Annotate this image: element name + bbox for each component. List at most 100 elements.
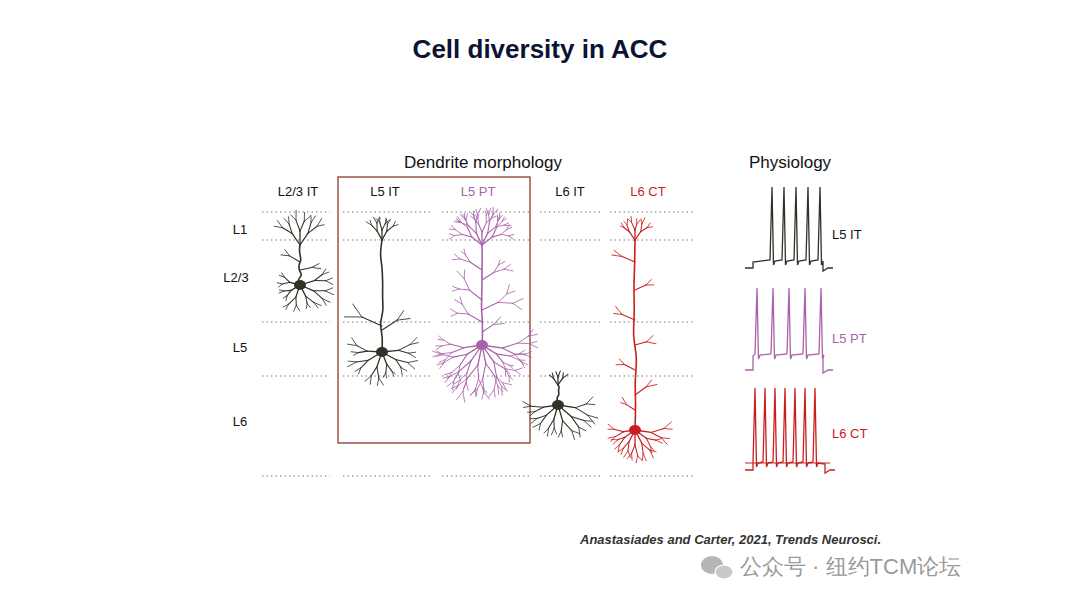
dendrite [279, 290, 284, 292]
dendrite [314, 290, 325, 291]
dendrite [466, 373, 468, 383]
dendrite [283, 296, 287, 298]
dendrite [377, 378, 378, 386]
dendrite [289, 297, 296, 304]
dendrite [483, 388, 484, 395]
dendrite [628, 451, 631, 458]
dendrite [288, 217, 290, 224]
dendrite [439, 360, 445, 363]
dendrite [508, 236, 513, 239]
dendrite [635, 224, 637, 230]
dendrite [377, 231, 382, 240]
dendrite [513, 303, 522, 309]
apical-dendrite [481, 245, 484, 345]
layer-line [262, 321, 330, 322]
dendrite [459, 361, 471, 372]
dendrite [496, 354, 502, 362]
dendrite [624, 451, 628, 457]
dendrite [299, 231, 300, 245]
dendrite [279, 291, 284, 293]
dendrite [284, 290, 291, 292]
layer-line [540, 475, 600, 476]
apical-dendrite [381, 240, 383, 352]
dendrite [515, 370, 520, 374]
dendrite [503, 383, 507, 391]
cell-type-label: L6 CT [630, 185, 665, 200]
dendrite [290, 256, 300, 262]
dendrite [615, 432, 623, 437]
dendrite [614, 250, 622, 256]
dendrite [470, 262, 482, 270]
dendrite [352, 338, 357, 346]
dendrite [501, 234, 508, 236]
dendrite [642, 443, 643, 453]
dendrite [397, 311, 404, 320]
dendrite [638, 456, 642, 461]
dendrite [408, 361, 418, 363]
dendrite [622, 397, 626, 404]
dendrite [515, 368, 522, 370]
dendrite [504, 223, 509, 225]
layer-line [343, 239, 432, 240]
dendrite [387, 364, 392, 371]
dendrite [646, 284, 654, 285]
dendrite [315, 274, 323, 280]
dendrite [289, 224, 292, 233]
dendrite [464, 270, 466, 279]
dendrite [635, 285, 646, 290]
dendrite [460, 297, 462, 304]
dendrite [475, 215, 478, 219]
dendrite [631, 216, 633, 222]
dendrite [525, 355, 532, 358]
dendrite [641, 219, 642, 224]
dendrite [518, 336, 528, 343]
dendrite [464, 214, 465, 219]
dendrite [277, 283, 282, 284]
dendrite [326, 278, 333, 281]
dendrite [558, 431, 561, 437]
dendrite [475, 389, 476, 397]
soma [552, 400, 564, 410]
dendrite [455, 374, 459, 380]
dendrite [482, 324, 494, 332]
dendrite [312, 267, 321, 268]
dendrite [465, 255, 470, 262]
dendrite [304, 217, 310, 222]
neuron [608, 216, 672, 462]
cell-type-label: L5 PT [461, 185, 496, 200]
dendrite [476, 233, 482, 245]
dendrite [409, 353, 416, 357]
dendrite [503, 383, 512, 385]
dendrite [636, 456, 638, 463]
dendrite [629, 232, 635, 240]
dendrite [530, 344, 538, 348]
dendrite [457, 271, 464, 278]
dendrite [455, 230, 462, 235]
dendrite [351, 351, 358, 353]
dendrite [528, 334, 537, 336]
dendrite [348, 362, 357, 367]
dendrite [354, 353, 359, 356]
dendrite [464, 249, 465, 255]
neuron [523, 371, 598, 440]
layer-line [442, 375, 530, 376]
dendrite [454, 381, 460, 385]
dendrite [282, 273, 285, 277]
dendrite [537, 415, 546, 418]
dendrite [624, 364, 635, 370]
voltage-trace [745, 388, 835, 473]
dendrite [475, 223, 476, 234]
dendrite [362, 317, 382, 326]
dendrite [519, 350, 525, 354]
dendrite [315, 280, 326, 281]
dendrite [300, 233, 308, 245]
dendrite [502, 219, 506, 222]
dendrite [296, 305, 299, 311]
layer-label: L2/3 [223, 271, 248, 286]
dendrite [504, 269, 513, 271]
dendrite [586, 403, 595, 405]
dendrite [519, 353, 525, 354]
dendrite [651, 428, 664, 432]
dendrite [457, 392, 463, 400]
